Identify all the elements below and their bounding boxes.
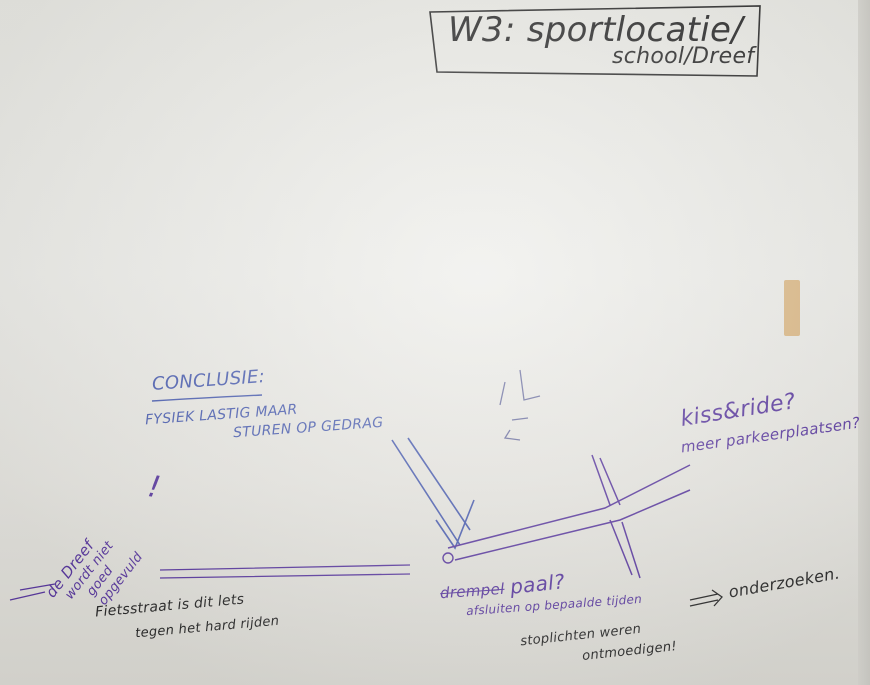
road-sketch-marks	[500, 370, 540, 440]
blue-arrow	[392, 438, 474, 548]
result-arrow	[690, 590, 722, 606]
road-line	[455, 490, 690, 560]
road-line	[448, 465, 690, 548]
road-line	[592, 455, 640, 578]
conclusion-underline	[152, 395, 262, 401]
title-line-2: school/Dreef	[612, 44, 754, 69]
road-end-circle	[443, 553, 453, 563]
road-line	[160, 565, 410, 578]
